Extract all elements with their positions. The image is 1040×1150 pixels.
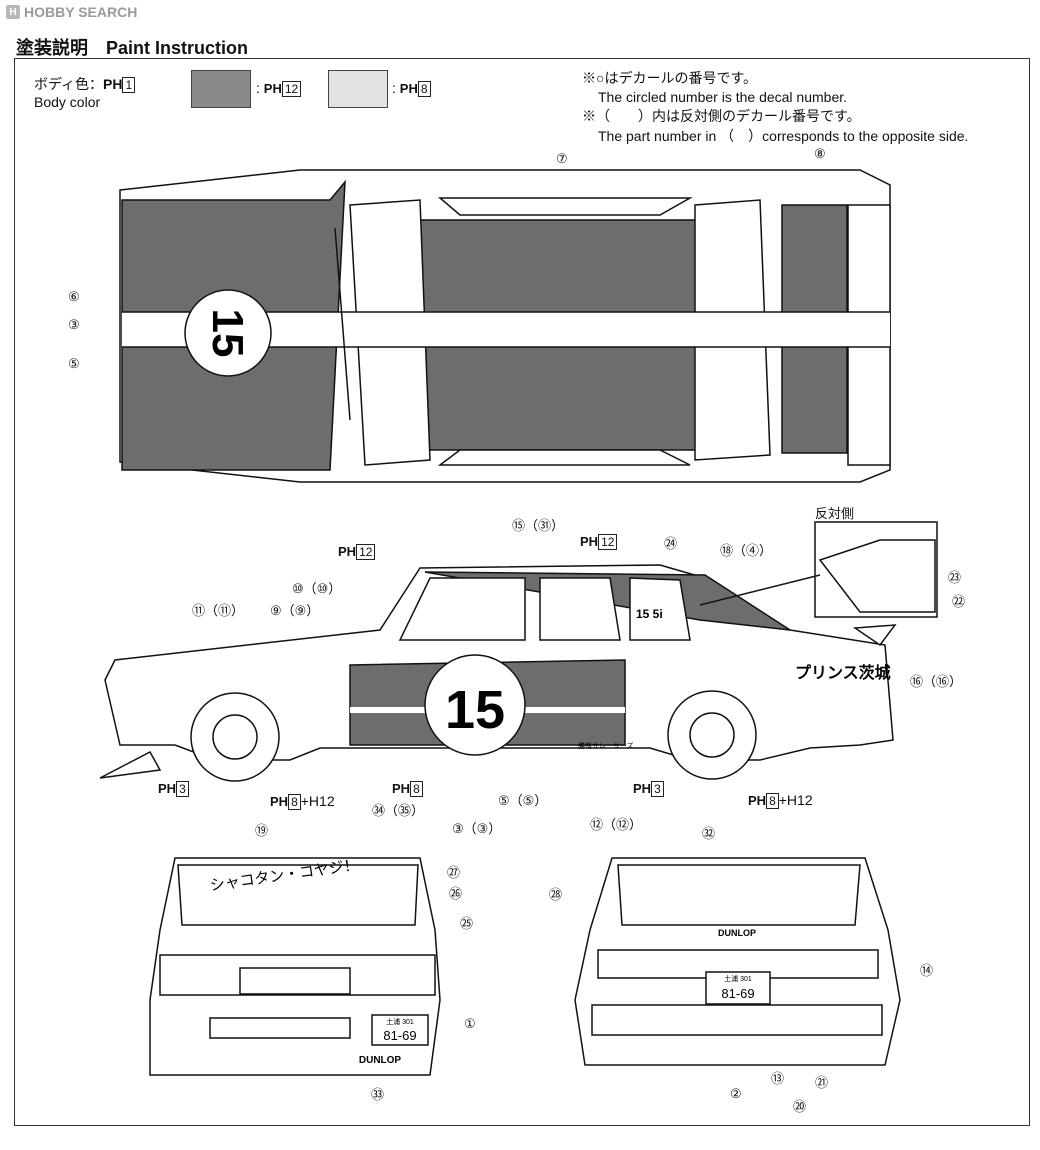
logo-icon: H [6,5,20,19]
ph-code: PH [103,76,123,92]
front-plate-top: 土浦 301 [386,1017,414,1026]
opposite-side-label: 反対側 [815,506,855,521]
ph-code: PH [748,793,767,808]
ph-roof-code: 12 [356,544,376,560]
front-view [149,857,441,1076]
callout-10: ⑩（⑩） [292,581,342,596]
callout-13: ⑬ [771,1071,785,1086]
callout-15: ⑮（㉛） [512,518,565,533]
rear-plate-top: 土浦 301 [724,974,752,983]
rocker-text: 勝哉サレーサーズ [578,741,634,750]
callout-24: ㉔ [664,536,678,551]
ph-rear-rim-extra: +H12 [778,792,813,808]
light-code: 8 [417,81,431,97]
site-logo[interactable]: H HOBBY SEARCH [6,4,137,20]
ph-code: PH [399,81,418,96]
top-view [119,169,891,483]
body-color-code: 1 [122,77,136,93]
page-title: 塗装説明 Paint Instruction [16,38,249,58]
note-2-en: The part number in （ ）corresponds to the… [598,128,969,144]
sponsor-text: プリンス茨城 [795,663,891,682]
ph-window-code: 12 [598,534,618,550]
callout-34: ㉞（㉟） [372,803,425,818]
rear-spoiler-text: DUNLOP [718,928,756,938]
callout-11: ⑪（⑪） [192,603,245,618]
ph-front-rim-extra: +H12 [300,793,335,809]
callout-9: ⑨（⑨） [270,603,320,618]
callout-28: ㉘ [549,887,563,902]
instruction-frame [14,58,1030,1126]
top-number: 15 [203,309,252,358]
logo-text: HOBBY SEARCH [24,4,138,20]
note-1-jp: ※○はデカールの番号です。 [582,70,758,86]
ph-code: PH [158,781,177,796]
callout-14: ⑭ [920,963,934,978]
callout-23: ㉓ [948,570,962,585]
side-number: 15 [445,680,505,740]
callout-33: ㉝ [371,1087,385,1102]
callout-2: ② [730,1086,742,1101]
ph-front-wheel-code: 3 [176,781,189,797]
callout-7: ⑦ [556,151,568,166]
front-bumper-text: DUNLOP [359,1055,402,1066]
ph-code: PH [338,544,357,559]
door-small-text: 15 5i [636,607,663,621]
callout-1: ① [464,1016,476,1031]
callout-3b: ③（③） [452,821,502,836]
note-1-en: The circled number is the decal number. [598,89,848,105]
callout-5: ⑤ [68,356,80,371]
ph-code: PH [392,781,411,796]
rear-plate-number: 81-69 [721,986,754,1001]
callout-5b: ⑤（⑤） [498,793,548,808]
ph-rear-rim-code: 8 [766,793,779,809]
dark-code: 12 [281,81,302,97]
callout-20: ⑳ [793,1099,807,1114]
ph-code: PH [270,794,289,809]
colon: : [392,80,396,96]
ph-code: PH [263,81,282,96]
callout-19: ⑲ [255,823,269,838]
callout-21: ㉑ [815,1075,829,1090]
callout-26: ㉖ [449,886,463,901]
ph-front-rim-code: 8 [288,794,301,810]
ph-side-code: 8 [410,781,423,797]
ph-rear-wheel-code: 3 [651,781,664,797]
callout-25: ㉕ [460,916,474,931]
callout-3: ③ [68,317,80,332]
callout-27: ㉗ [447,865,461,880]
callout-16: ⑯（⑯） [910,674,963,689]
callout-32: ㉜ [702,826,716,841]
swatch-light [328,70,388,108]
swatch-dark [191,70,251,108]
callout-18: ⑱（④） [720,543,773,558]
front-plate-number: 81-69 [383,1028,416,1043]
ph-code: PH [633,781,652,796]
colon: : [256,80,260,96]
body-color-jp: ボディ色： [34,76,104,92]
ph-code: PH [580,534,599,549]
body-color-en: Body color [34,94,101,110]
side-view [99,521,938,782]
note-2-jp: ※（ ）内は反対側のデカール番号です。 [582,108,861,124]
callout-12: ⑫（⑫） [590,817,643,832]
callout-22: ㉒ [952,594,966,609]
rear-view [574,857,901,1066]
callout-8: ⑧ [814,146,826,161]
callout-6: ⑥ [68,289,80,304]
